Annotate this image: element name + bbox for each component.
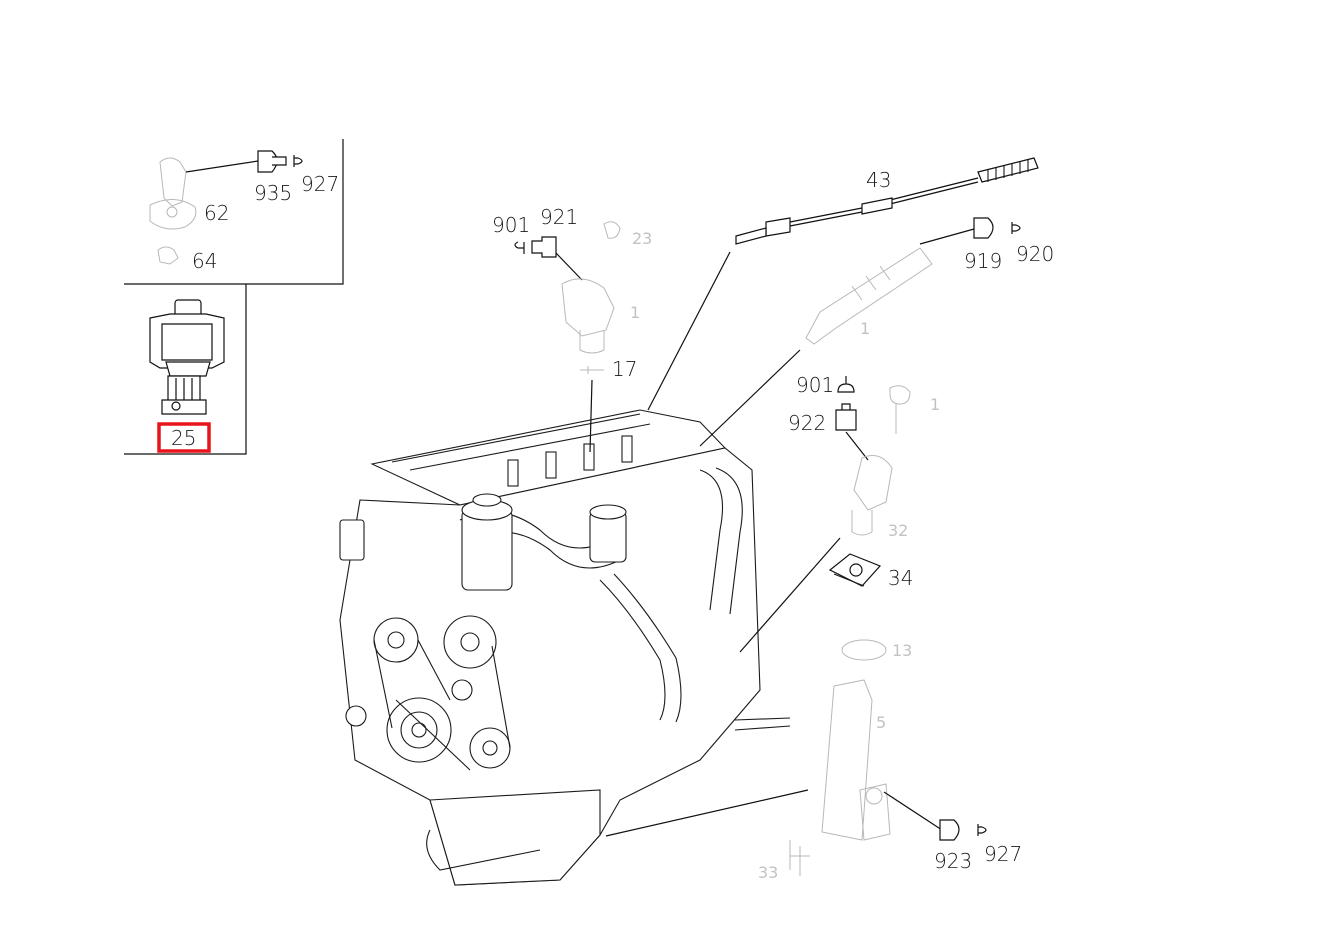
part-sensor-housing-drawing[interactable]: 13 5 33 [758,639,912,882]
group-919: 919 920 1 [699,217,1054,447]
pin-icon[interactable] [977,824,987,836]
plug-connector-icon[interactable] [939,819,960,841]
ghost-label: 1 [930,395,940,414]
inset-part-62-64: 62 64 935 927 [149,150,339,273]
callout-935[interactable]: 935 [254,181,292,205]
group-921: 901 921 23 1 17 [492,205,652,453]
engine-block[interactable] [339,409,791,886]
part-glow-plug-drawing[interactable] [805,247,933,345]
part-43-drawing[interactable] [735,157,1039,245]
ghost-label: 1 [860,319,870,338]
callout-34[interactable]: 34 [888,566,913,590]
part-25-drawing[interactable] [149,299,225,415]
pin-icon[interactable] [1011,222,1021,234]
callout-62[interactable]: 62 [204,201,229,225]
pin-icon[interactable] [514,241,525,254]
plug-connector-icon[interactable] [973,217,994,239]
pin-icon[interactable] [837,376,855,393]
ghost-label: 13 [892,641,912,660]
callout-927[interactable]: 927 [301,172,339,196]
callout-923[interactable]: 923 [934,849,972,873]
ghost-label: 32 [888,521,908,540]
part-921-drawing[interactable] [561,221,621,354]
callout-43[interactable]: 43 [866,168,891,192]
callout-927[interactable]: 927 [984,842,1022,866]
ghost-label: 1 [630,303,640,322]
callout-919[interactable]: 919 [964,249,1002,273]
part-sensor-drawing[interactable] [851,385,911,536]
group-923: 13 5 33 923 927 [605,639,1022,882]
part-64-drawing[interactable] [157,246,179,265]
ghost-label: 23 [632,229,652,248]
pin-icon[interactable] [293,155,303,167]
callout-921[interactable]: 921 [540,205,578,229]
ghost-label: 5 [876,713,886,732]
inset-part-25: 25 [149,299,225,453]
callout-901[interactable]: 901 [492,213,530,237]
callout-920[interactable]: 920 [1016,242,1054,266]
group-43: 43 [647,157,1039,411]
ghost-label: 33 [758,863,778,882]
inset-frames [124,139,344,455]
callout-17[interactable]: 17 [612,357,637,381]
part-62-drawing[interactable] [149,157,197,230]
callout-25[interactable]: 25 [171,426,196,450]
plug-connector-icon[interactable] [835,403,857,431]
callout-922[interactable]: 922 [788,411,826,435]
highlight-box [157,422,211,453]
plug-connector-icon[interactable] [531,236,557,258]
callout-901[interactable]: 901 [796,373,834,397]
plug-connector-icon[interactable] [257,150,287,173]
group-922: 901 922 1 32 34 [739,373,940,653]
callout-64[interactable]: 64 [192,249,217,273]
part-34-drawing[interactable] [828,553,882,587]
